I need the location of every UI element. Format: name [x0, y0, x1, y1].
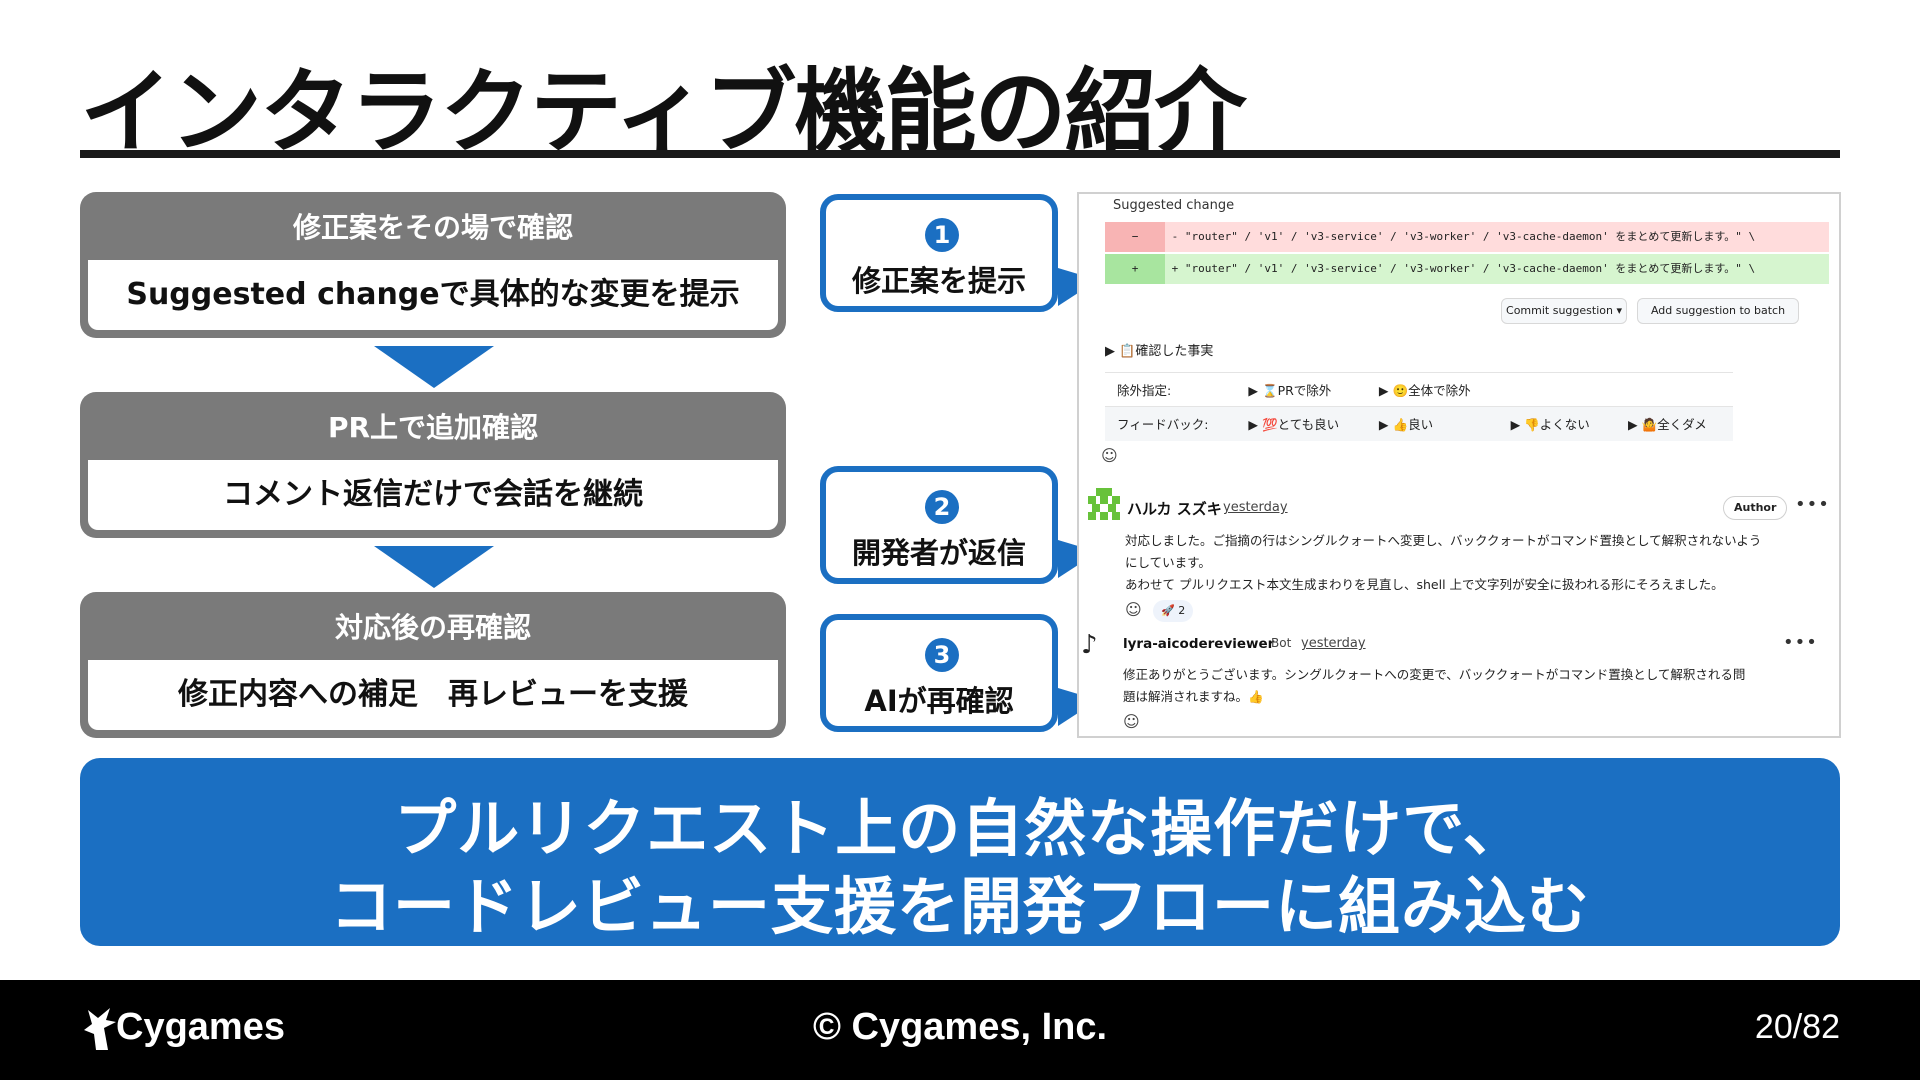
callout-2-label: 開発者が返信: [851, 536, 1026, 570]
step-1-card: 修正案をその場で確認 Suggested changeで具体的な変更を提示: [80, 192, 786, 338]
comment-1-more-icon[interactable]: •••: [1795, 494, 1830, 515]
copyright-text: © Cygames, Inc.: [812, 1006, 1108, 1048]
feedback-good-option[interactable]: ▶ 👍良い: [1366, 406, 1499, 441]
suggested-change-title: Suggested change: [1113, 198, 1235, 213]
diff-added-line: + + "router" / 'v1' / 'v3-service' / 'v3…: [1105, 254, 1829, 284]
feedback-bad-option[interactable]: ▶ 👎よくない: [1498, 406, 1616, 441]
callout-1-label: 修正案を提示: [851, 264, 1026, 298]
callout-3-label: AIが再確認: [864, 684, 1014, 718]
callout-3-number: 3: [925, 638, 959, 672]
step-2-body: コメント返信だけで会話を継続: [88, 460, 778, 530]
comment-1-line-3: あわせて プルリクエスト本文生成まわりを見直し、shell 上で文字列が安全に扱…: [1125, 577, 1724, 592]
cygames-logo-icon: [84, 1008, 116, 1050]
comment-1-timestamp[interactable]: yesterday: [1223, 500, 1288, 515]
callout-3: 3 AIが再確認: [820, 614, 1098, 732]
comment-1-author[interactable]: ハルカ スズキ: [1127, 500, 1222, 518]
footer-bar: Cygames © Cygames, Inc. 20/82: [0, 980, 1920, 1080]
feedback-table: 除外指定: ▶ ⌛PRで除外 ▶ 🙂全体で除外 フィードバック: ▶ 💯とても良…: [1105, 372, 1733, 441]
feedback-very-bad-option[interactable]: ▶ 🤷全くダメ: [1615, 406, 1733, 441]
comment-2-timestamp[interactable]: yesterday: [1301, 636, 1366, 651]
lyre-bot-icon: ♪: [1081, 630, 1098, 660]
exclude-label: 除外指定:: [1105, 372, 1237, 407]
flow-arrow-1: [374, 346, 494, 388]
banner-line-1: プルリクエスト上の自然な操作だけで、: [394, 792, 1526, 865]
step-1-body: Suggested changeで具体的な変更を提示: [88, 260, 778, 330]
diff-deleted-text: - "router" / 'v1' / 'v3-service' / 'v3-w…: [1171, 230, 1756, 243]
step-3-card: 対応後の再確認 修正内容への補足 再レビューを支援: [80, 592, 786, 738]
comment-1-reaction-icon[interactable]: ☺: [1125, 600, 1142, 619]
comment-2-author[interactable]: lyra-aicodereviewer: [1123, 636, 1275, 652]
diff-added-text: + "router" / 'v1' / 'v3-service' / 'v3-w…: [1171, 262, 1756, 275]
banner-line-2: コードレビュー支援を開発フローに組み込む: [329, 870, 1590, 943]
step-3-heading: 対応後の再確認: [334, 611, 531, 644]
comment-2-more-icon[interactable]: •••: [1783, 632, 1818, 653]
step-1-heading: 修正案をその場で確認: [292, 211, 573, 244]
page-number: 20/82: [1754, 1008, 1840, 1046]
comment-2-line-2: 題は解消されますね。👍: [1123, 689, 1264, 704]
add-reaction-icon[interactable]: ☺: [1101, 446, 1118, 465]
step-3-body: 修正内容への補足 再レビューを支援: [88, 660, 778, 730]
github-pr-screenshot: Suggested change − - "router" / 'v1' / '…: [1077, 192, 1841, 738]
step-2-card: PR上で追加確認 コメント返信だけで会話を継続: [80, 392, 786, 538]
commit-suggestion-button[interactable]: Commit suggestion ▾: [1501, 298, 1627, 324]
summary-banner: プルリクエスト上の自然な操作だけで、 コードレビュー支援を開発フローに組み込む: [80, 758, 1840, 946]
callout-1: 1 修正案を提示: [820, 194, 1098, 312]
flow-arrow-2: [374, 546, 494, 588]
exclude-pr-option[interactable]: ▶ ⌛PRで除外: [1236, 372, 1367, 407]
logo-text: Cygames: [116, 1006, 285, 1048]
diff-minus-sign: −: [1105, 222, 1165, 252]
rocket-reaction-badge[interactable]: 🚀 2: [1153, 600, 1194, 622]
avatar: [1087, 488, 1121, 522]
feedback-label: フィードバック:: [1105, 406, 1237, 441]
comment-2-line-1: 修正ありがとうございます。シングルクォートへの変更で、バッククォートがコマンド置…: [1123, 667, 1746, 682]
callout-2: 2 開発者が返信: [820, 466, 1098, 584]
step-2-heading: PR上で追加確認: [327, 411, 539, 444]
slide-title: インタラクティブ機能の紹介: [80, 59, 1246, 166]
comment-2-reaction-icon[interactable]: ☺: [1123, 712, 1140, 731]
diff-plus-sign: +: [1105, 254, 1165, 284]
author-badge: Author: [1723, 496, 1788, 520]
diff-deleted-line: − - "router" / 'v1' / 'v3-service' / 'v3…: [1105, 222, 1829, 252]
comment-1-line-1: 対応しました。ご指摘の行はシングルクォートへ変更し、バッククォートがコマンド置換…: [1125, 533, 1762, 548]
bot-tag: Bot: [1271, 636, 1292, 650]
add-suggestion-to-batch-button[interactable]: Add suggestion to batch: [1637, 298, 1799, 324]
title-divider: [80, 150, 1840, 158]
feedback-very-good-option[interactable]: ▶ 💯とても良い: [1236, 406, 1367, 441]
comment-1-line-2: にしています。: [1125, 555, 1211, 570]
exclude-all-option[interactable]: ▶ 🙂全体で除外: [1366, 372, 1499, 407]
callout-2-number: 2: [925, 490, 959, 524]
callout-1-number: 1: [925, 218, 959, 252]
confirmed-facts-toggle[interactable]: ▶ 📋確認した事実: [1105, 344, 1214, 359]
